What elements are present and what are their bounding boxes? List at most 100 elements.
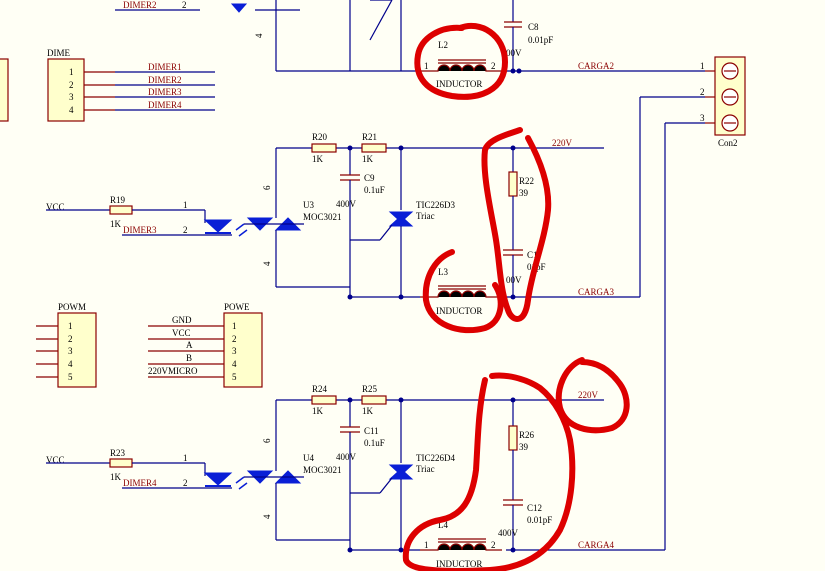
pin-number: 1 xyxy=(68,321,73,331)
triac-3 xyxy=(388,211,414,227)
pin-number: 1 xyxy=(69,67,74,77)
net-label: DIMER2 xyxy=(148,75,182,85)
net-label-vcc: VCC xyxy=(46,455,65,465)
inductor-pin: 2 xyxy=(491,61,496,71)
resistor-r19 xyxy=(109,205,133,215)
resistor-value: 39 xyxy=(519,188,529,198)
net-label-dimer2: DIMER2 xyxy=(123,0,157,10)
cap-value: 0.01pF xyxy=(527,515,552,525)
resistor-designator: R23 xyxy=(110,448,126,458)
opto-designator: U4 xyxy=(303,453,314,463)
pin-number: 2 xyxy=(232,334,237,344)
resistor-designator: R24 xyxy=(312,384,328,394)
opto-led-3 xyxy=(203,219,248,237)
cap-designator: C1 xyxy=(527,250,538,260)
connector-powe: POWE 1 2 3 4 5 GND VCC A B 220VMICRO xyxy=(148,302,263,388)
pin-number: 3 xyxy=(69,92,74,102)
inductor-label: INDUCTOR xyxy=(436,79,482,89)
cap-value: 0.1uF xyxy=(364,438,385,448)
resistor-designator: R19 xyxy=(110,195,126,205)
triac-label: Triac xyxy=(416,464,435,474)
resistor-value: 1K xyxy=(362,154,374,164)
resistor-designator: R20 xyxy=(312,132,328,142)
resistor-value: 1K xyxy=(110,219,122,229)
net-label-220v: 220V xyxy=(552,138,573,148)
resistor-designator: R25 xyxy=(362,384,378,394)
resistor-value: 1K xyxy=(362,406,374,416)
resistor-designator: R26 xyxy=(519,430,535,440)
pin-label: 4 xyxy=(262,514,272,519)
resistor-r20 xyxy=(311,143,337,153)
annotation-circle-l3 xyxy=(422,249,504,334)
cap-value: 0.01pF xyxy=(528,35,553,45)
inductor-label: INDUCTOR xyxy=(436,559,482,569)
connector-dime: DIME 1 2 3 4 DIMER1 DIMER2 DIMER3 DIMER4 xyxy=(47,48,215,122)
pin-number: 3 xyxy=(68,346,73,356)
pin-number: 4 xyxy=(69,105,74,115)
connector-name: POWE xyxy=(224,302,250,312)
net-label: DIMER3 xyxy=(148,87,182,97)
pin-number: 1 xyxy=(232,321,237,331)
resistor-r23 xyxy=(109,458,133,468)
resistor-designator: R22 xyxy=(519,176,534,186)
pin-number: 3 xyxy=(700,113,705,123)
triac-designator: TIC226D4 xyxy=(416,453,455,463)
net-label: DIMER1 xyxy=(148,62,182,72)
inductor-pin: 2 xyxy=(491,540,496,550)
net-label: DIMER4 xyxy=(148,100,182,110)
pin-number: 2 xyxy=(68,334,73,344)
cap-designator: C11 xyxy=(364,426,379,436)
opto-led-4 xyxy=(203,472,248,490)
inductor-designator: L2 xyxy=(438,40,448,50)
pin-number: 4 xyxy=(232,359,237,369)
annotation-stroke-ch3 xyxy=(481,127,552,322)
led-fragment xyxy=(230,3,248,13)
inductor-pin: 1 xyxy=(424,61,429,71)
inductor-l3: L3 INDUCTOR xyxy=(420,267,502,316)
inductor-label: INDUCTOR xyxy=(436,306,482,316)
resistor-value: 39 xyxy=(519,442,529,452)
net-label-vcc: VCC xyxy=(46,202,65,212)
opto-part: MOC3021 xyxy=(303,212,342,222)
cap-voltage: 00V xyxy=(506,275,522,285)
pin-label: 6 xyxy=(262,185,272,190)
opto-designator: U3 xyxy=(303,200,314,210)
triac-4 xyxy=(388,464,414,480)
resistor-r21 xyxy=(361,143,387,153)
pin-label: 2 xyxy=(183,225,188,235)
annotation-circle-l2 xyxy=(414,22,508,100)
pin-label: 2 xyxy=(182,0,187,10)
pin-label: 2 xyxy=(183,478,188,488)
connector-name: Con2 xyxy=(718,138,738,148)
pin-number: 2 xyxy=(69,80,74,90)
resistor-r22 xyxy=(508,171,518,197)
resistor-value: 1K xyxy=(312,154,324,164)
cap-voltage: 400V xyxy=(336,452,357,462)
net-label: DIMER4 xyxy=(123,478,157,488)
resistor-value: 1K xyxy=(110,472,122,482)
offscreen-connector xyxy=(0,58,9,122)
cap-voltage: 400V xyxy=(498,528,519,538)
resistor-r26 xyxy=(508,425,518,451)
inductor-l2: L2 1 2 INDUCTOR xyxy=(420,40,502,89)
net-label: A xyxy=(186,340,193,350)
net-label-220v: 220V xyxy=(578,390,599,400)
pin-number: 2 xyxy=(700,87,705,97)
resistor-r24 xyxy=(311,395,337,405)
net-label: DIMER3 xyxy=(123,225,157,235)
connector-name: DIME xyxy=(47,48,70,58)
channel-4: VCC R23 1K 1 DIMER4 2 U4 MOC3021 6 4 R24… xyxy=(46,384,665,569)
connector-name: POWM xyxy=(58,302,86,312)
connector-powm: POWM 1 2 3 4 5 xyxy=(36,302,97,388)
cap-voltage: 00V xyxy=(506,48,522,58)
net-label: VCC xyxy=(172,328,191,338)
pin-number: 4 xyxy=(68,359,73,369)
resistor-r25 xyxy=(361,395,387,405)
inductor-designator: L4 xyxy=(438,520,448,530)
inductor-l4: L4 1 2 INDUCTOR xyxy=(420,520,502,569)
pin-label: 6 xyxy=(262,438,272,443)
triac-label: Triac xyxy=(416,211,435,221)
cap-voltage: 400V xyxy=(336,199,357,209)
top-section: DIMER2 2 4 C8 0.01pF 00V L2 1 2 INDUCTOR xyxy=(115,0,705,89)
